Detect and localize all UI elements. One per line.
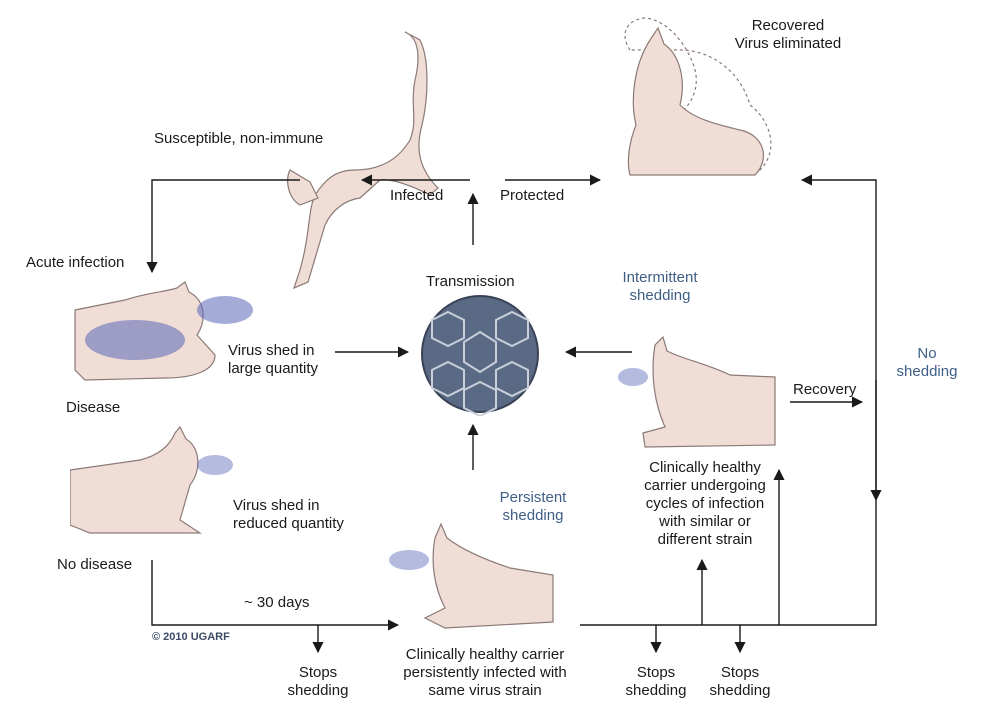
- cat-disease-illustration: [74, 281, 253, 381]
- label-stops-shedding-2: Stops shedding: [625, 664, 687, 699]
- label-intermittent-carrier: Clinically healthy carrier undergoing cy…: [644, 459, 766, 548]
- label-persistent-shedding: Persistent shedding: [499, 489, 567, 524]
- label-virus-shed-reduced: Virus shed in reduced quantity: [233, 497, 344, 532]
- label-protected: Protected: [500, 187, 565, 204]
- label-no-disease: No disease: [57, 556, 133, 573]
- label-infected: Infected: [390, 187, 444, 204]
- cat-intermittent-carrier-illustration: [618, 335, 776, 448]
- label-acute-infection: Acute infection: [26, 254, 125, 271]
- label-persistent-carrier: Clinically healthy carrier persistently …: [403, 646, 567, 699]
- label-intermittent-shedding: Intermittent shedding: [622, 269, 698, 304]
- label-stops-shedding-3: Stops shedding: [709, 664, 771, 699]
- label-thirty-days: ~ 30 days: [244, 594, 310, 611]
- cat-recovered-illustration: [624, 17, 772, 176]
- label-virus-shed-large: Virus shed in large quantity: [228, 342, 319, 377]
- cat-susceptible-illustration: [287, 31, 439, 290]
- copyright-text: © 2010 UGARF: [152, 631, 230, 643]
- label-susceptible: Susceptible, non-immune: [154, 130, 324, 147]
- cat-persistent-carrier-illustration: [389, 522, 554, 629]
- label-recovered: Recovered Virus eliminated: [734, 17, 842, 52]
- virion-illustration: [421, 295, 539, 416]
- arrow-to-persistent-carrier: [151, 560, 400, 631]
- label-recovery: Recovery: [793, 381, 857, 398]
- label-no-shedding: No shedding: [896, 345, 958, 380]
- arrow-to-acute-infection: [146, 179, 300, 274]
- label-transmission: Transmission: [426, 273, 515, 290]
- label-stops-shedding-1: Stops shedding: [287, 664, 349, 699]
- label-disease: Disease: [66, 399, 121, 416]
- cat-no-disease-illustration: [70, 425, 233, 534]
